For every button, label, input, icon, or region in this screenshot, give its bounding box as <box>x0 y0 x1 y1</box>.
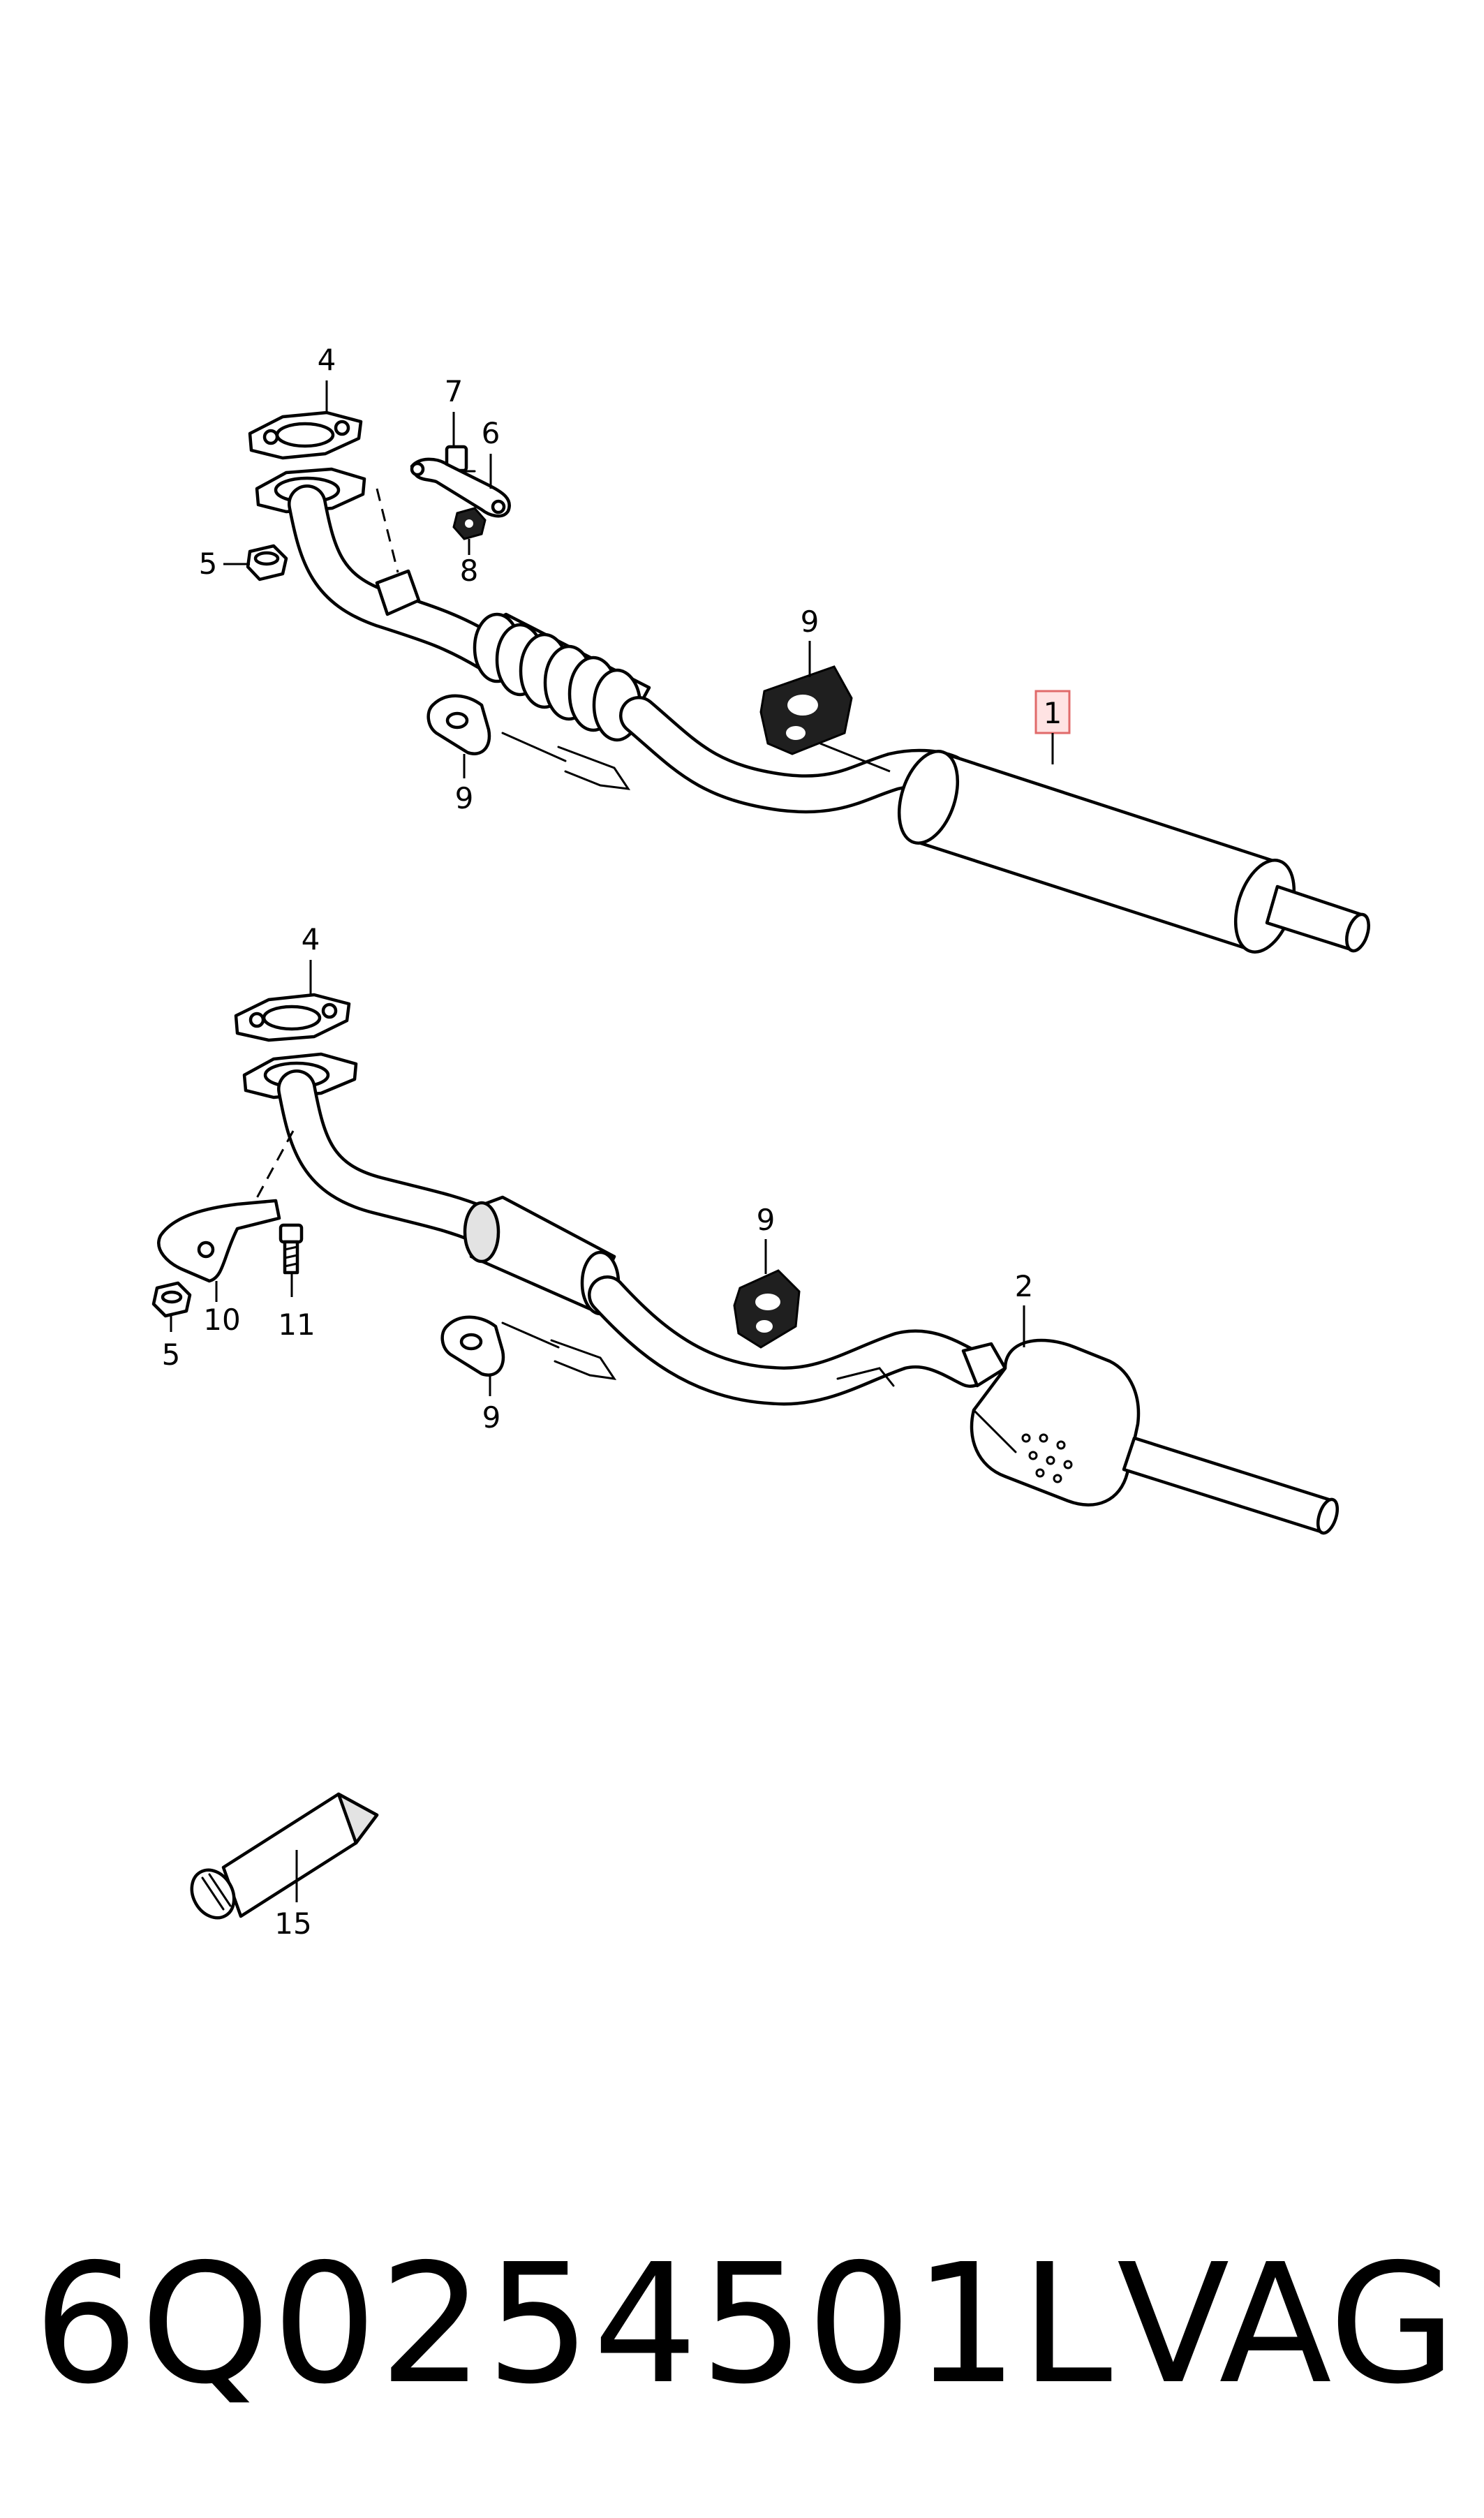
rubber-mount-9-mid <box>733 1269 801 1349</box>
nut-5-mid <box>151 1281 192 1318</box>
callout-bottom-15: 15 <box>274 1906 311 1941</box>
gasket-top <box>248 410 363 460</box>
bracket-9-mid <box>440 1315 505 1377</box>
callout-top-8: 8 <box>460 554 479 588</box>
callout-mid-9-bracket: 9 <box>482 1400 501 1435</box>
catalytic-converter-2 <box>961 1338 1340 1535</box>
rear-muffler-1 <box>897 750 1370 954</box>
front-pipe-top <box>288 484 508 672</box>
front-pipe-mid <box>277 1069 501 1245</box>
callout-top-7: 7 <box>445 374 463 408</box>
part-number: 6Q0254501L <box>34 2228 1115 2420</box>
callout-mid-10: 10 <box>203 1303 240 1337</box>
callout-mid-9-mount: 9 <box>757 1203 776 1237</box>
mid-pipe-top <box>501 696 969 814</box>
bracket-6 <box>410 457 511 518</box>
bracket-9-top <box>426 694 491 755</box>
bracket-top <box>375 488 421 616</box>
callout-mid-4: 4 <box>302 922 320 956</box>
callout-mid-2: 2 <box>1015 1269 1034 1303</box>
middle-assembly <box>151 993 1340 1535</box>
callout-mid-5: 5 <box>162 1338 181 1372</box>
gasket-mid <box>234 993 351 1042</box>
callout-mid-11: 11 <box>278 1308 315 1342</box>
nut-5-top <box>246 544 288 582</box>
callout-top-5: 5 <box>199 547 218 581</box>
brand-label: VAG <box>1117 2228 1457 2420</box>
callout-top-1: 1 <box>1044 696 1062 730</box>
callout-top-9-bracket: 9 <box>455 781 474 815</box>
callout-layer: 4 7 6 5 8 9 9 1 4 9 2 10 11 5 9 15 <box>162 343 1071 1941</box>
callout-top-4: 4 <box>318 343 336 377</box>
callout-top-6: 6 <box>482 416 500 450</box>
bolt-11 <box>279 1223 304 1275</box>
top-assembly <box>246 410 1370 954</box>
callout-top-9-mount: 9 <box>801 605 819 639</box>
footer: 6Q0254501L VAG <box>0 2220 1484 2429</box>
bracket-10 <box>157 1130 295 1283</box>
mid-pipe-mid <box>501 1275 990 1406</box>
rubber-mount-9-top <box>759 665 891 773</box>
nut-8 <box>452 507 487 540</box>
paste-tube-15 <box>190 1792 379 1920</box>
